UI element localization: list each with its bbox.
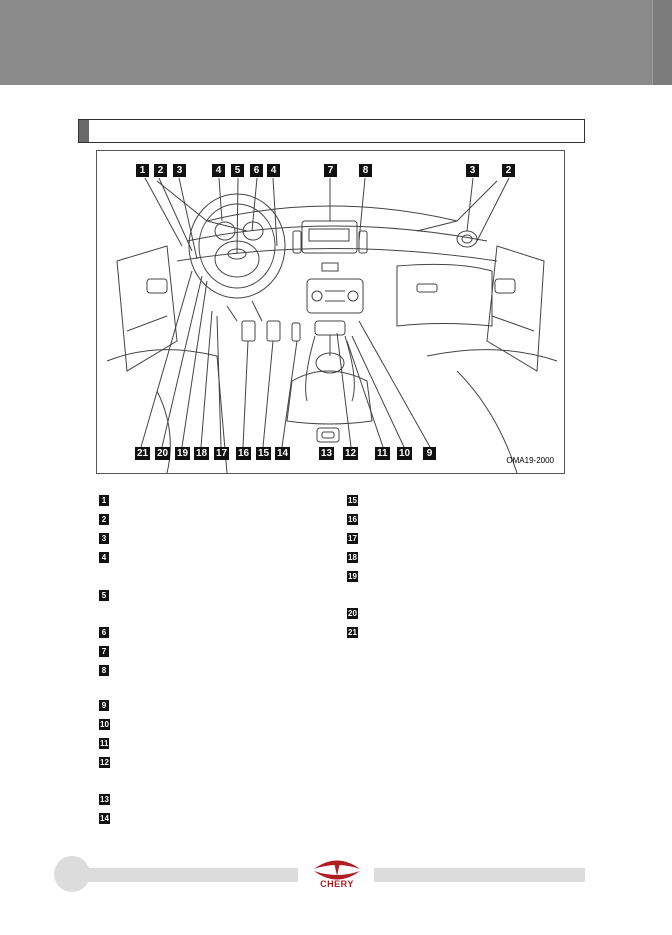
legend-number: 17	[347, 533, 358, 544]
callout-21: 21	[135, 447, 151, 460]
legend-number: 14	[99, 813, 110, 824]
legend-number: 20	[347, 608, 358, 619]
callout-8: 8	[359, 164, 372, 177]
cockpit-drawing	[106, 177, 558, 473]
header-band	[0, 0, 672, 85]
callout-2b: 2	[502, 164, 515, 177]
chery-logo-icon	[314, 860, 360, 880]
legend-number: 18	[347, 552, 358, 563]
legend-number: 16	[347, 514, 358, 525]
callout-2: 2	[154, 164, 167, 177]
legend-item: 7	[99, 646, 339, 662]
legend-number: 1	[99, 495, 109, 506]
callout-4b: 4	[267, 164, 280, 177]
legend-number: 4	[99, 552, 109, 563]
legend-number: 21	[347, 627, 358, 638]
legend-number: 12	[99, 757, 110, 768]
figure-code: OMA19-2000	[506, 456, 554, 465]
callout-12: 12	[343, 447, 359, 460]
legend-item: 19	[347, 571, 587, 587]
callout-15: 15	[256, 447, 272, 460]
callout-10: 10	[397, 447, 413, 460]
legend-item: 8	[99, 665, 339, 681]
legend-item: 20	[347, 608, 587, 624]
legend-number: 15	[347, 495, 358, 506]
callout-14: 14	[275, 447, 291, 460]
section-title-bar	[78, 119, 585, 143]
legend-item: 14	[99, 813, 339, 829]
callout-5: 5	[231, 164, 244, 177]
callout-18: 18	[194, 447, 210, 460]
legend-item: 5	[99, 590, 339, 606]
legend-number: 13	[99, 794, 110, 805]
legend-number: 8	[99, 665, 109, 676]
callout-4: 4	[212, 164, 225, 177]
chapter-tab	[652, 0, 672, 85]
legend-item: 2	[99, 514, 339, 530]
callout-17: 17	[214, 447, 230, 460]
callout-9: 9	[423, 447, 436, 460]
callout-19: 19	[175, 447, 191, 460]
legend-number: 10	[99, 719, 110, 730]
callout-3: 3	[173, 164, 186, 177]
legend-item: 4	[99, 552, 339, 568]
callout-13: 13	[319, 447, 335, 460]
callout-1: 1	[136, 164, 149, 177]
callout-3b: 3	[466, 164, 479, 177]
legend-number: 9	[99, 700, 109, 711]
legend-number: 19	[347, 571, 358, 582]
legend-number: 2	[99, 514, 109, 525]
brand-name: CHERY	[320, 879, 354, 889]
legend-number: 11	[99, 738, 110, 749]
legend-item: 1	[99, 495, 339, 511]
callout-7: 7	[324, 164, 337, 177]
callout-16: 16	[236, 447, 252, 460]
legend-item: 17	[347, 533, 587, 549]
legend-item: 21	[347, 627, 587, 643]
legend-item: 6	[99, 627, 339, 643]
legend-number: 5	[99, 590, 109, 601]
callout-11: 11	[375, 447, 390, 460]
legend-item: 12	[99, 757, 339, 773]
legend-item: 15	[347, 495, 587, 511]
legend-item: 13	[99, 794, 339, 810]
legend-item: 10	[99, 719, 339, 735]
legend-item: 3	[99, 533, 339, 549]
callout-20: 20	[155, 447, 171, 460]
page-number-circle	[54, 856, 90, 892]
legend-number: 6	[99, 627, 109, 638]
callout-6: 6	[250, 164, 263, 177]
legend-item: 18	[347, 552, 587, 568]
legend-item: 9	[99, 700, 339, 716]
legend-item: 16	[347, 514, 587, 530]
legend-number: 7	[99, 646, 109, 657]
legend-item: 11	[99, 738, 339, 754]
dashboard-illustration: 1 2 3 4 5 6 4 7 8 3 2 21 20 19 18 17 16 …	[96, 150, 565, 474]
chery-logo: CHERY	[306, 858, 368, 892]
section-marker	[79, 120, 89, 142]
legend-number: 3	[99, 533, 109, 544]
